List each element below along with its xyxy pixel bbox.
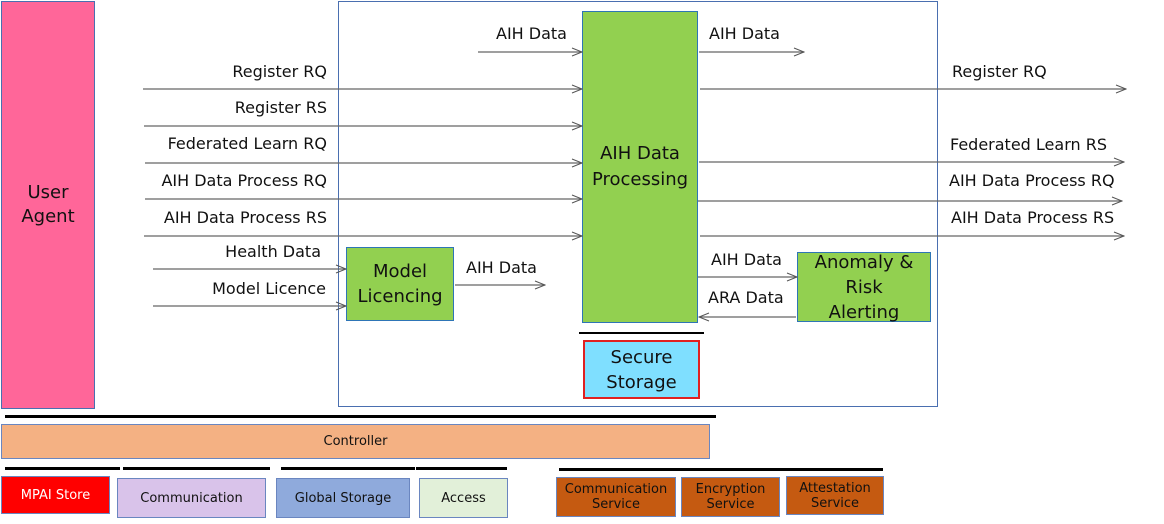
output-label-3: AIH Data Process RS [951,208,1115,227]
model-licencing-block: Model Licencing [346,247,454,321]
flow-label-licencing-out: AIH Data [466,258,537,277]
input-label-2: Federated Learn RQ [167,134,327,153]
secure-storage-block: Secure Storage [583,340,700,399]
service-communication-service-label: Communication Service [564,482,668,512]
controller-label: Controller [323,434,388,449]
main-container [338,1,938,407]
secure-storage-label: Secure Storage [606,346,677,393]
user-agent-label: User Agent [21,182,75,227]
service-attestation-service: Attestation Service [786,476,884,515]
output-label-0: Register RQ [952,62,1047,81]
service-bar-communication [123,467,270,470]
input-label-1: Register RS [234,98,327,117]
flow-label-from-anomaly: ARA Data [708,288,784,307]
input-label-3: AIH Data Process RQ [161,171,327,190]
output-label-1: Federated Learn RS [950,135,1107,154]
model-licencing-label: Model Licencing [357,261,443,307]
input-label-4: AIH Data Process RS [163,208,327,227]
service-communication-service: Communication Service [556,477,676,517]
flow-label-aih-in-top: AIH Data [496,24,567,43]
service-encryption-service-label: Encryption Service [695,482,766,512]
service-global-storage: Global Storage [276,478,410,518]
flow-label-to-anomaly: AIH Data [711,250,782,269]
controller-block: Controller [1,424,710,459]
service-bar-security [559,468,883,471]
licencing-input-label-1: Model Licence [212,279,326,298]
anomaly-risk-alerting-label: Anomaly & Risk Alerting [814,251,914,323]
service-communication: Communication [117,478,266,518]
flow-label-aih-out-top: AIH Data [709,24,780,43]
service-attestation-service-label: Attestation Service [799,480,871,511]
service-mpai-store: MPAI Store [1,476,110,514]
output-label-2: AIH Data Process RQ [949,171,1115,190]
service-bar-mpai-store [5,467,120,470]
aih-data-processing-label: AIH Data Processing [591,143,689,190]
service-encryption-service: Encryption Service [681,477,780,517]
service-bar-global-storage [281,467,415,470]
anomaly-risk-alerting-block: Anomaly & Risk Alerting [797,251,931,323]
licencing-input-label-0: Health Data [225,242,321,261]
controller-top-bar [5,415,716,418]
service-global-storage-label: Global Storage [294,490,392,506]
service-bar-access [416,467,507,470]
input-label-0: Register RQ [232,62,327,81]
service-communication-label: Communication [140,490,243,506]
service-access: Access [419,478,508,518]
service-access-label: Access [441,490,486,506]
service-mpai-store-label: MPAI Store [20,487,91,503]
user-agent-block: User Agent [1,1,95,409]
aih-data-processing-block: AIH Data Processing [582,11,698,323]
secure-storage-bar [579,332,704,334]
